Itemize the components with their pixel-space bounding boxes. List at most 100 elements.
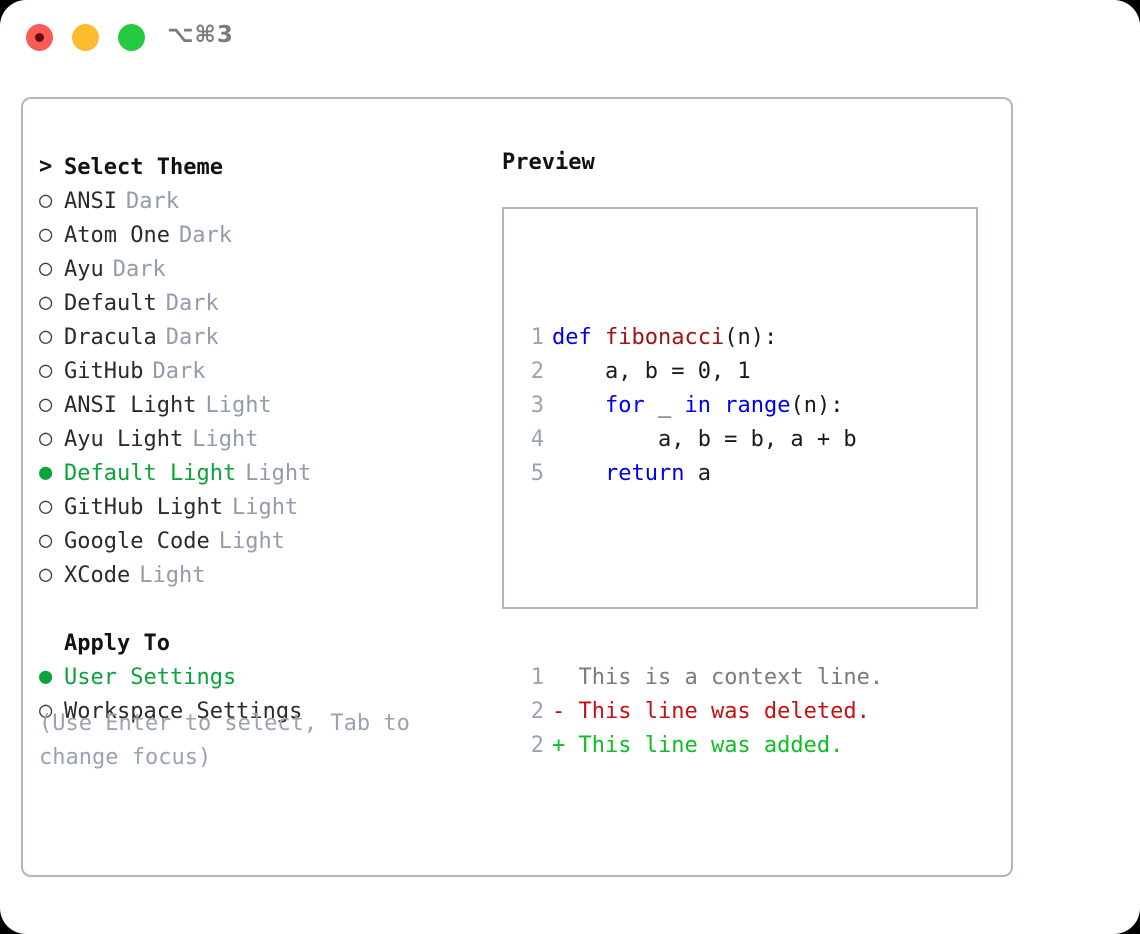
apply-to-title: Apply To bbox=[64, 630, 170, 656]
code-token: for bbox=[604, 393, 645, 418]
traffic-lights bbox=[26, 24, 145, 51]
line-number: 5 bbox=[530, 461, 544, 486]
radio-unselected-icon: ○ bbox=[39, 698, 53, 723]
theme-variant-tag: Light bbox=[205, 392, 272, 418]
theme-option-xcode[interactable]: ○ XCode Light bbox=[39, 558, 479, 592]
theme-variant-tag: Light bbox=[245, 460, 312, 486]
radio-unselected-icon: ○ bbox=[39, 290, 53, 315]
code-line: 2 a, b = 0, 1 bbox=[518, 355, 883, 389]
select-theme-header: > Select Theme bbox=[39, 150, 479, 184]
code-line: 4 a, b = b, a + b bbox=[518, 423, 883, 457]
apply-to-header: Apply To bbox=[39, 626, 479, 660]
radio-unselected-icon: ○ bbox=[39, 188, 53, 213]
apply-to-option-workspace-settings[interactable]: ○ Workspace Settings bbox=[39, 694, 479, 728]
theme-option-google-code[interactable]: ○ Google Code Light bbox=[39, 524, 479, 558]
list-spacer bbox=[39, 592, 479, 626]
diff-text: This is a context line. bbox=[565, 665, 884, 690]
code-token bbox=[711, 393, 724, 418]
theme-option-dracula[interactable]: ○ Dracula Dark bbox=[39, 320, 479, 354]
theme-variant-tag: Light bbox=[218, 528, 285, 554]
theme-variant-tag: Dark bbox=[152, 358, 206, 384]
apply-to-option-label: User Settings bbox=[64, 664, 237, 690]
radio-unselected-icon: ○ bbox=[39, 528, 53, 553]
radio-unselected-icon: ○ bbox=[39, 392, 53, 417]
diff-marker: + bbox=[552, 733, 566, 758]
diff-marker bbox=[552, 665, 565, 690]
theme-variant-tag: Dark bbox=[165, 324, 219, 350]
window-title-shortcut: ⌥⌘3 bbox=[167, 22, 234, 48]
theme-variant-tag: Dark bbox=[125, 188, 179, 214]
theme-option-default[interactable]: ○ Default Dark bbox=[39, 286, 479, 320]
code-token: a, b = b, a + b bbox=[552, 427, 857, 452]
theme-option-label: Dracula bbox=[64, 324, 157, 350]
line-number: 2 bbox=[530, 359, 544, 384]
code-token: in bbox=[684, 393, 711, 418]
radio-unselected-icon: ○ bbox=[39, 256, 53, 281]
apply-to-option-list: ● User Settings ○ Workspace Settings bbox=[39, 660, 479, 728]
radio-unselected-icon: ○ bbox=[39, 324, 53, 349]
prompt-caret-icon: > bbox=[39, 154, 53, 179]
close-button[interactable] bbox=[26, 24, 53, 51]
line-number: 2 bbox=[530, 733, 544, 758]
theme-option-label: Google Code bbox=[64, 528, 210, 554]
radio-selected-icon: ● bbox=[39, 664, 53, 689]
diff-text: This line was added. bbox=[565, 733, 844, 758]
code-token: range bbox=[724, 393, 791, 418]
code-token: a, b = 0, 1 bbox=[552, 359, 751, 384]
theme-option-default-light[interactable]: ● Default Light Light bbox=[39, 456, 479, 490]
minimize-button[interactable] bbox=[72, 24, 99, 51]
theme-option-label: Atom One bbox=[64, 222, 170, 248]
theme-option-label: ANSI Light bbox=[64, 392, 197, 418]
theme-variant-tag: Light bbox=[192, 426, 259, 452]
diff-line-del: 2- This line was deleted. bbox=[518, 695, 883, 729]
apply-to-option-user-settings[interactable]: ● User Settings bbox=[39, 660, 479, 694]
code-line: 3 for _ in range(n): bbox=[518, 389, 883, 423]
radio-unselected-icon: ○ bbox=[39, 494, 53, 519]
line-number: 4 bbox=[530, 427, 544, 452]
radio-unselected-icon: ○ bbox=[39, 562, 53, 587]
theme-option-label: GitHub bbox=[64, 358, 144, 384]
theme-option-label: Ayu Light bbox=[64, 426, 184, 452]
theme-option-label: XCode bbox=[64, 562, 131, 588]
diff-line-ctx: 1 This is a context line. bbox=[518, 661, 883, 695]
line-number: 3 bbox=[530, 393, 544, 418]
line-number: 1 bbox=[530, 325, 544, 350]
maximize-button[interactable] bbox=[118, 24, 145, 51]
code-token: def bbox=[552, 325, 605, 350]
code-line: 5 return a bbox=[518, 457, 883, 491]
diff-block: 1 This is a context line.2- This line wa… bbox=[518, 661, 883, 763]
theme-option-github[interactable]: ○ GitHub Dark bbox=[39, 354, 479, 388]
theme-option-label: Default Light bbox=[64, 460, 237, 486]
theme-option-ansi-light[interactable]: ○ ANSI Light Light bbox=[39, 388, 479, 422]
theme-option-label: Default bbox=[64, 290, 157, 316]
code-token bbox=[552, 393, 605, 418]
preview-title: Preview bbox=[502, 150, 595, 175]
apply-to-option-label: Workspace Settings bbox=[64, 698, 303, 724]
radio-unselected-icon: ○ bbox=[39, 222, 53, 247]
theme-variant-tag: Light bbox=[139, 562, 206, 588]
select-theme-title: Select Theme bbox=[64, 154, 223, 180]
theme-option-label: GitHub Light bbox=[64, 494, 223, 520]
diff-text: This line was deleted. bbox=[565, 699, 870, 724]
line-number: 1 bbox=[530, 665, 544, 690]
theme-variant-tag: Dark bbox=[165, 290, 219, 316]
radio-unselected-icon: ○ bbox=[39, 358, 53, 383]
radio-selected-icon: ● bbox=[39, 460, 53, 485]
theme-option-label: Ayu bbox=[64, 256, 104, 282]
apply-to-indent bbox=[39, 632, 64, 654]
code-token: return bbox=[604, 461, 685, 486]
